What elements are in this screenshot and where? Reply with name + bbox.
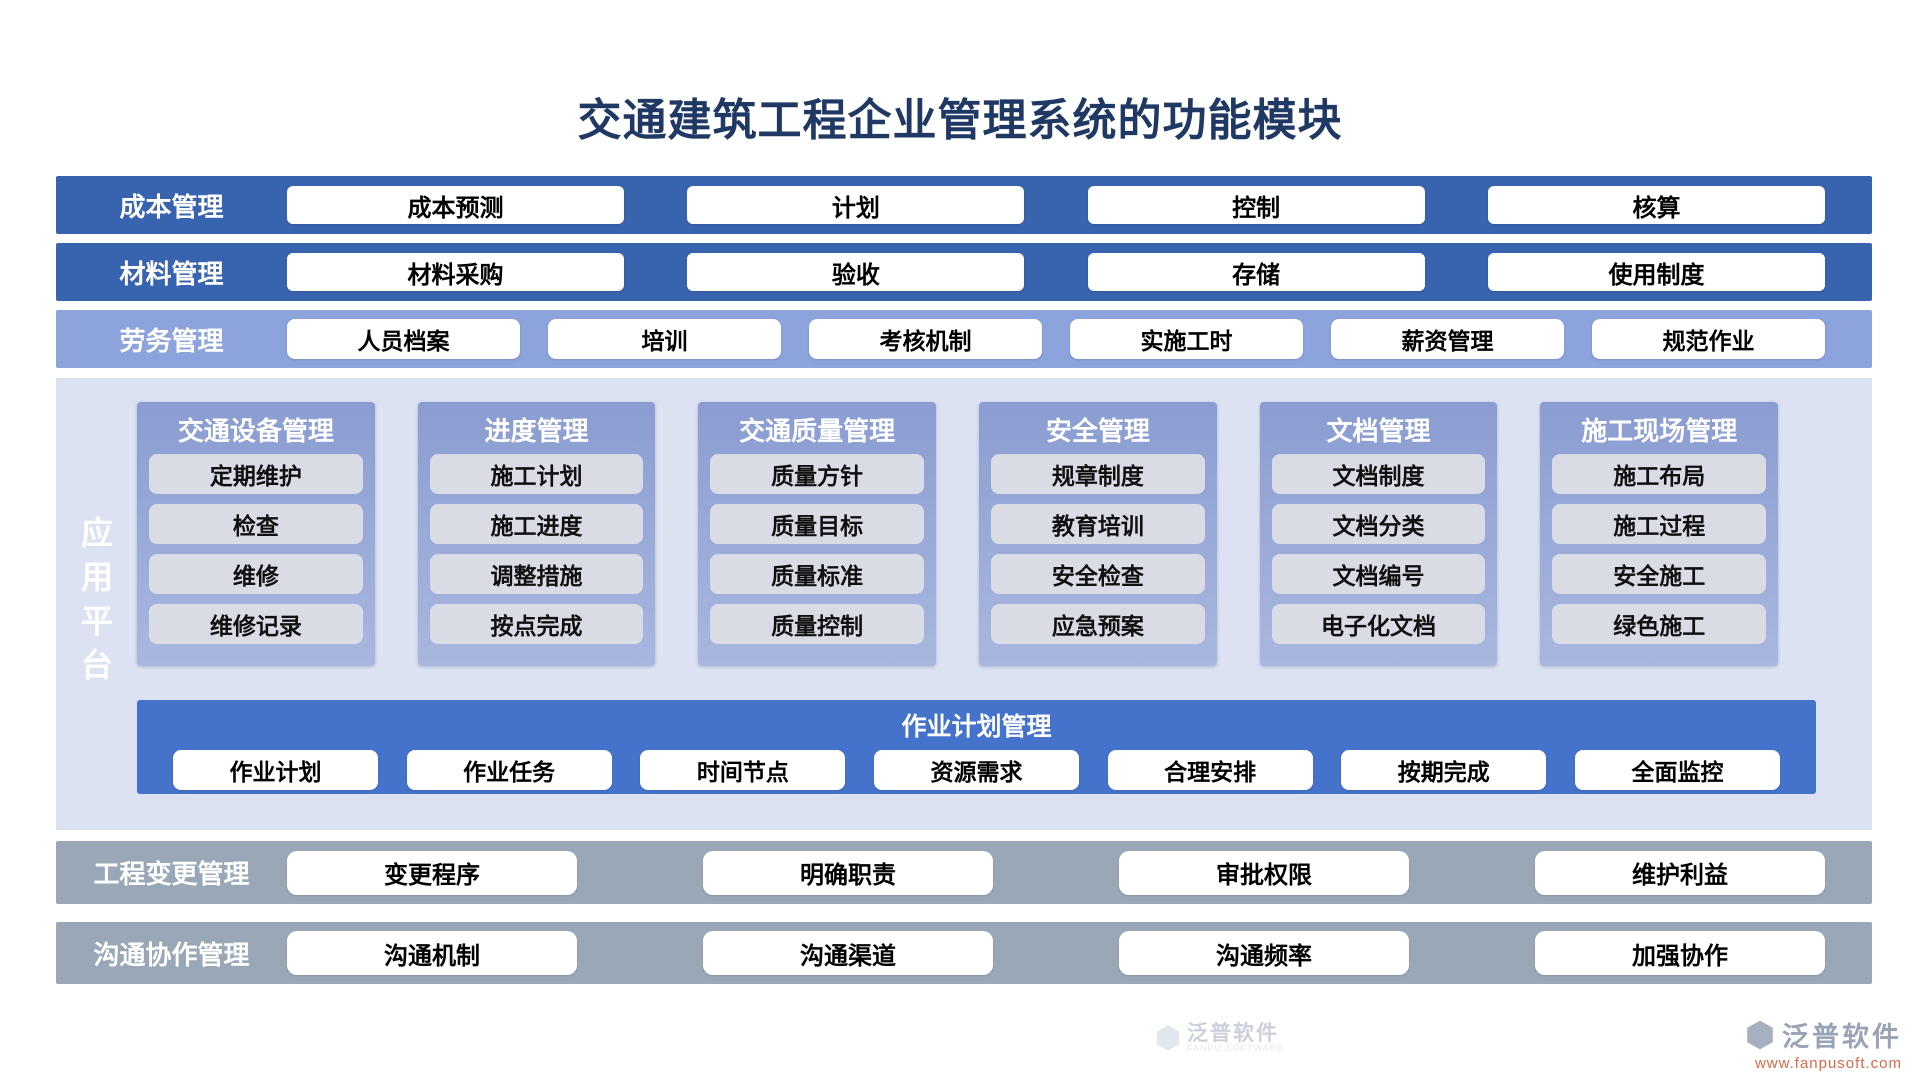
column-item: 施工布局: [1552, 454, 1767, 494]
module-pill: 沟通频率: [1119, 931, 1409, 975]
column-traffic-equipment: 交通设备管理 定期维护 检查 维修 维修记录: [137, 402, 375, 666]
band-label: 沟通协作管理: [93, 939, 250, 970]
module-pill: 规范作业: [1592, 319, 1825, 359]
module-pill: 核算: [1487, 186, 1825, 224]
module-pill: 时间节点: [640, 750, 846, 790]
band-items: 材料采购 验收 存储 使用制度: [287, 253, 1872, 291]
band-communication-collaboration: 沟通协作管理 沟通机制 沟通渠道 沟通频率 加强协作: [56, 922, 1872, 984]
module-pill: 考核机制: [809, 319, 1042, 359]
column-item: 质量标准: [710, 554, 925, 594]
module-pill: 全面监控: [1574, 750, 1780, 790]
module-pill: 维护利益: [1535, 850, 1825, 895]
band-label: 成本管理: [119, 191, 224, 222]
column-item: 定期维护: [149, 454, 363, 494]
band-label: 劳务管理: [119, 325, 224, 356]
column-item: 调整措施: [429, 554, 644, 594]
module-pill: 薪资管理: [1331, 319, 1564, 359]
band-items: 沟通机制 沟通渠道 沟通频率 加强协作: [287, 931, 1872, 975]
column-item: 文档分类: [1271, 504, 1486, 544]
column-item: 维修: [149, 554, 363, 594]
column-item: 施工过程: [1552, 504, 1767, 544]
module-pill: 材料采购: [287, 253, 624, 291]
column-item: 施工进度: [429, 504, 644, 544]
band-items: 成本预测 计划 控制 核算: [287, 186, 1872, 224]
column-item: 电子化文档: [1271, 604, 1486, 644]
jobplan-items: 作业计划 作业任务 时间节点 资源需求 合理安排 按期完成 全面监控: [137, 743, 1816, 790]
band-labor-management: 劳务管理 人员档案 培训 考核机制 实施工时 薪资管理 规范作业: [56, 310, 1872, 368]
module-pill: 使用制度: [1487, 253, 1825, 291]
column-item: 绿色施工: [1552, 604, 1767, 644]
column-item: 施工计划: [429, 454, 644, 494]
column-header: 交通设备管理: [177, 416, 334, 446]
watermark-name: 泛普软件: [1187, 1022, 1279, 1045]
column-item: 文档制度: [1271, 454, 1486, 494]
column-item: 教育培训: [991, 504, 1205, 544]
page-title: 交通建筑工程企业管理系统的功能模块: [577, 96, 1343, 145]
module-pill: 资源需求: [873, 750, 1079, 790]
module-pill: 实施工时: [1070, 319, 1303, 359]
module-pill: 变更程序: [287, 850, 577, 895]
watermark-text: 泛普软件 FANPU SOFTWARE: [1187, 1023, 1284, 1053]
jobplan-band: 作业计划管理 作业计划 作业任务 时间节点 资源需求 合理安排 按期完成 全面监…: [137, 700, 1816, 794]
column-item: 安全施工: [1552, 554, 1767, 594]
column-construction-site: 施工现场管理 施工布局 施工过程 安全施工 绿色施工: [1540, 402, 1779, 666]
column-header: 施工现场管理: [1581, 416, 1738, 446]
module-pill: 合理安排: [1107, 750, 1313, 790]
column-header: 文档管理: [1326, 416, 1431, 446]
module-pill: 培训: [548, 319, 781, 359]
column-traffic-quality: 交通质量管理 质量方针 质量目标 质量标准 质量控制: [698, 402, 937, 666]
module-pill: 存储: [1087, 253, 1425, 291]
column-item: 安全检查: [991, 554, 1205, 594]
column-item: 规章制度: [991, 454, 1205, 494]
watermark-subtitle: FANPU SOFTWARE: [1187, 1043, 1285, 1053]
module-pill: 作业任务: [406, 750, 612, 790]
column-item: 按点完成: [429, 604, 644, 644]
vendor-url: www.fanpusoft.com: [1754, 1055, 1902, 1072]
application-platform-section: 应用平台 交通设备管理 定期维护 检查 维修 维修记录 进度管理 施工计划 施工…: [56, 378, 1872, 1053]
module-pill: 控制: [1087, 186, 1425, 224]
module-pill: 沟通机制: [287, 931, 577, 975]
column-item: 检查: [149, 504, 363, 544]
vendor-logo: 泛普软件 www.fanpusoft.com: [1744, 1015, 1902, 1072]
band-items: 变更程序 明确职责 审批权限 维护利益: [287, 850, 1872, 895]
band-items: 人员档案 培训 考核机制 实施工时 薪资管理 规范作业: [287, 319, 1872, 359]
hexagon-logo-icon: [1747, 1020, 1773, 1049]
column-item: 文档编号: [1271, 554, 1486, 594]
module-pill: 作业计划: [173, 750, 378, 790]
column-header: 进度管理: [484, 416, 589, 446]
module-pill: 审批权限: [1119, 850, 1409, 895]
module-pill: 沟通渠道: [703, 931, 993, 975]
module-pill: 成本预测: [287, 186, 624, 224]
module-pill: 按期完成: [1341, 750, 1547, 790]
side-label-application-platform: 应用平台: [77, 516, 113, 692]
module-columns: 交通设备管理 定期维护 检查 维修 维修记录 进度管理 施工计划 施工进度 调整…: [137, 402, 1779, 666]
band-engineering-change: 工程变更管理 变更程序 明确职责 审批权限 维护利益: [56, 841, 1872, 904]
column-item: 质量方针: [710, 454, 925, 494]
column-header: 安全管理: [1045, 416, 1150, 446]
watermark: 泛普软件 FANPU SOFTWARE: [1154, 1023, 1284, 1053]
band-label: 工程变更管理: [93, 859, 250, 889]
module-pill: 人员档案: [287, 319, 520, 359]
column-item: 应急预案: [991, 604, 1205, 644]
module-pill: 明确职责: [703, 850, 993, 895]
fanpu-watermark-icon: [1156, 1025, 1180, 1051]
column-safety: 安全管理 规章制度 教育培训 安全检查 应急预案: [979, 402, 1217, 666]
module-pill: 加强协作: [1535, 931, 1825, 975]
module-pill: 验收: [687, 253, 1025, 291]
column-header: 交通质量管理: [739, 416, 896, 446]
column-schedule: 进度管理 施工计划 施工进度 调整措施 按点完成: [417, 402, 656, 666]
band-cost-management: 成本管理 成本预测 计划 控制 核算: [56, 176, 1872, 234]
column-item: 质量目标: [710, 504, 925, 544]
module-pill: 计划: [687, 186, 1025, 224]
jobplan-title: 作业计划管理: [901, 713, 1052, 741]
column-item: 维修记录: [149, 604, 363, 644]
column-item: 质量控制: [710, 604, 925, 644]
band-label: 材料管理: [119, 258, 224, 289]
column-document: 文档管理 文档制度 文档分类 文档编号 电子化文档: [1259, 402, 1498, 666]
band-material-management: 材料管理 材料采购 验收 存储 使用制度: [56, 243, 1872, 301]
vendor-name: 泛普软件: [1782, 1022, 1902, 1052]
